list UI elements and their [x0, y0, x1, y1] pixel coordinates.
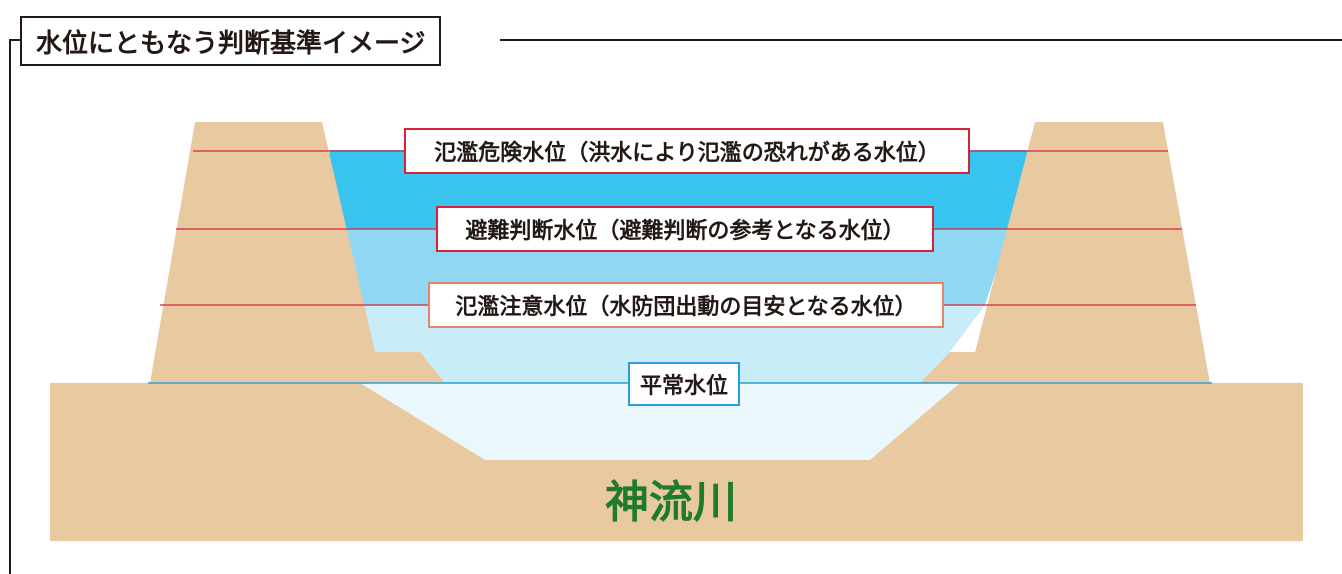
- frame-line: [9, 39, 22, 574]
- water-normal: [360, 383, 960, 460]
- diagram-title: 水位にともなう判断基準イメージ: [20, 16, 442, 66]
- left-embankment: [150, 122, 445, 383]
- flood-danger-label: 氾濫危険水位（洪水により氾濫の恐れがある水位）: [404, 128, 970, 174]
- evacuation-label: 避難判断水位（避難判断の参考となる水位）: [436, 206, 934, 252]
- flood-warning-label: 氾濫注意水位（水防団出動の目安となる水位）: [428, 282, 944, 328]
- normal-level-label: 平常水位: [628, 362, 740, 406]
- right-embankment: [920, 122, 1210, 383]
- river-name: 神流川: [605, 477, 737, 528]
